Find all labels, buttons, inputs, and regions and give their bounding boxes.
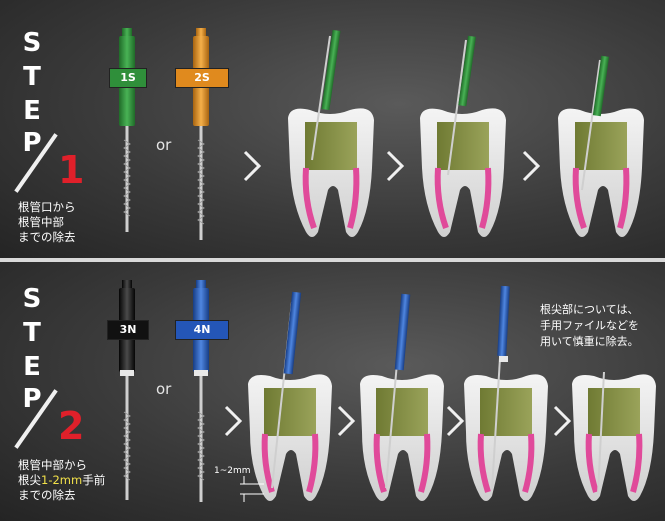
step1-arrow-3-icon [524, 152, 538, 180]
step2-illustration [0, 262, 665, 521]
step1-arrow-2-icon [388, 152, 402, 180]
step2-arrow-2-icon [339, 407, 353, 435]
apical-note: 根尖部については、 手用ファイルなどを 用いて慎重に除去。 [540, 302, 660, 350]
step2-or-text: or [156, 380, 171, 398]
step1-or-text: or [156, 136, 171, 154]
step2-tooth-4-icon [572, 372, 656, 501]
step1-tooth-1-icon [288, 30, 374, 237]
step2-tooth-2-icon [360, 294, 444, 501]
measure-label: 1~2mm [214, 466, 251, 476]
apical-note-line3: 用いて慎重に除去。 [540, 334, 660, 350]
step2-panel: S T E P 2 根管中部から 根尖1-2mm手前 までの除去 [0, 262, 665, 521]
step1-arrow-1-icon [245, 152, 259, 180]
file-label-4n: 4N [175, 320, 229, 340]
file-4n-icon [193, 280, 209, 502]
step2-tooth-3-icon [464, 286, 548, 501]
file-label-1s: 1S [109, 68, 147, 88]
file-3n-icon [119, 280, 135, 500]
step2-arrow-4-icon [555, 407, 569, 435]
file-label-3n: 3N [107, 320, 149, 340]
step2-arrow-3-icon [448, 407, 462, 435]
step2-tooth-1-icon [248, 292, 332, 501]
apical-note-line1: 根尖部については、 [540, 302, 660, 318]
step1-tooth-3-icon [558, 56, 644, 237]
step1-tooth-2-icon [420, 36, 506, 237]
file-1s-icon [119, 28, 135, 232]
step1-illustration [0, 0, 665, 260]
file-label-2s: 2S [175, 68, 229, 88]
apical-note-line2: 手用ファイルなどを [540, 318, 660, 334]
step1-panel: S T E P 1 根管口から 根管中部 までの除去 [0, 0, 665, 260]
step2-arrow-1-icon [226, 407, 240, 435]
file-2s-icon [193, 28, 209, 240]
